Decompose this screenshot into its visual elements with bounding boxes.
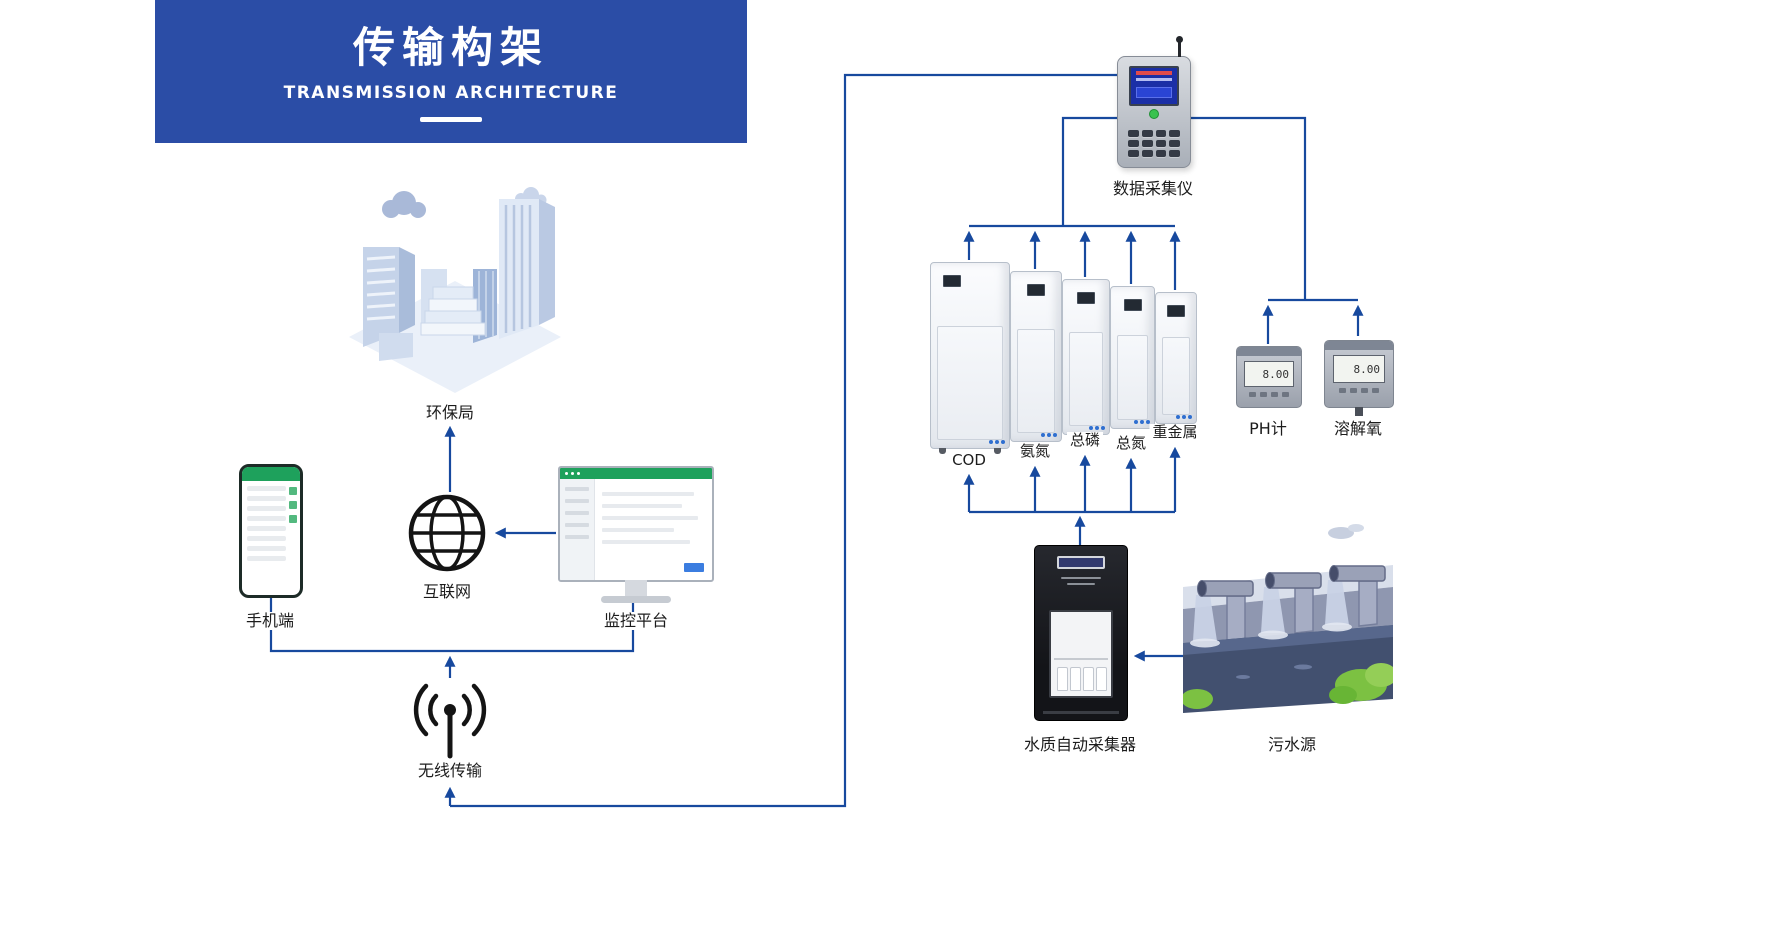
- collector-label: 数据采集仪: [1109, 179, 1197, 199]
- title-underline: [420, 117, 482, 122]
- analyzer-label-cod: COD: [949, 451, 989, 470]
- page-title: 传输构架: [352, 23, 549, 72]
- analyzer-cabinet-heavymetal: [1155, 292, 1197, 424]
- sampler-display: [1057, 556, 1105, 569]
- mobile-phone-illustration: [239, 464, 303, 598]
- internet-globe-icon: [408, 494, 486, 572]
- ph-meter-device: 8.00: [1236, 346, 1302, 408]
- do-meter-screen: 8.00: [1333, 355, 1385, 383]
- collector-screen: [1129, 66, 1179, 106]
- phone-header-bar: [242, 467, 300, 481]
- sewage-label: 污水源: [1264, 735, 1320, 755]
- analyzer-label-tn: 总氮: [1112, 434, 1150, 453]
- collector-antenna-icon: [1176, 36, 1183, 57]
- monitor-stand-neck: [625, 580, 647, 596]
- do-reading: 8.00: [1353, 362, 1381, 376]
- header-banner: 传输构架 TRANSMISSION ARCHITECTURE: [155, 0, 747, 143]
- monitor-sidebar: [560, 479, 595, 580]
- page-subtitle: TRANSMISSION ARCHITECTURE: [283, 83, 619, 103]
- monitor-titlebar: [560, 468, 712, 479]
- sampler-bottle-window: [1049, 610, 1113, 698]
- analyzer-cabinet-cod: [930, 262, 1010, 454]
- city-buildings-illustration: [349, 187, 561, 393]
- wireless-label: 无线传输: [414, 761, 486, 781]
- sampler-label: 水质自动采集器: [1020, 735, 1140, 755]
- ph-reading: 8.00: [1262, 367, 1290, 381]
- analyzer-cabinet-tp: [1062, 279, 1110, 435]
- monitor-button: [684, 563, 704, 572]
- wireless-signal-icon: [413, 683, 487, 759]
- phone-list-chips: [289, 487, 297, 529]
- analyzer-cabinet-tn: [1110, 286, 1155, 429]
- water-sampler-device: [1034, 545, 1128, 721]
- do-meter-device: 8.00: [1324, 340, 1394, 416]
- monitor-stand-base: [601, 596, 671, 603]
- analyzer-label-nh3n: 氨氮: [1016, 442, 1054, 461]
- ph-meter-screen: 8.00: [1244, 361, 1294, 387]
- analyzer-cabinet-nh3n: [1010, 271, 1062, 442]
- ph-label: PH计: [1246, 419, 1290, 439]
- mobile-label: 手机端: [242, 611, 298, 631]
- collector-keypad: [1128, 130, 1180, 157]
- do-label: 溶解氧: [1330, 419, 1386, 439]
- internet-label: 互联网: [419, 582, 475, 602]
- platform-label: 监控平台: [600, 611, 672, 631]
- collector-led: [1149, 109, 1159, 119]
- monitor-illustration: [558, 466, 714, 582]
- epa-label: 环保局: [422, 403, 478, 423]
- analyzer-label-heavymetal: 重金属: [1149, 423, 1201, 442]
- sewage-source-illustration: [1183, 524, 1393, 713]
- analyzer-label-tp: 总磷: [1066, 431, 1104, 450]
- data-collector-device: [1117, 36, 1191, 168]
